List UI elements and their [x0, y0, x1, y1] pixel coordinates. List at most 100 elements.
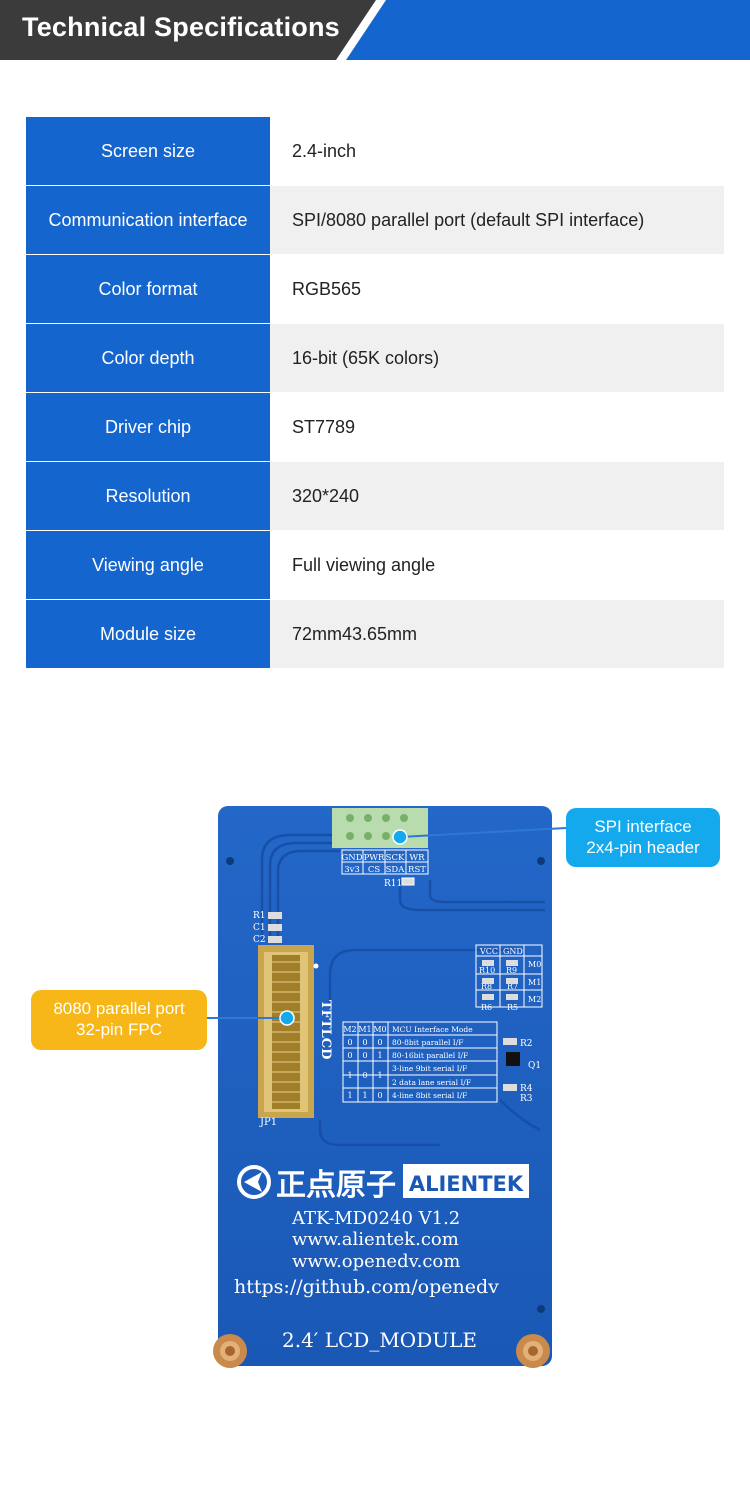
pin-label: GND [341, 853, 362, 863]
mode-cell: 0 [347, 1038, 352, 1047]
part-label: R3 [520, 1094, 533, 1104]
standoff-icon [213, 1334, 247, 1368]
jumper-row-label: M1 [528, 978, 541, 987]
brand-english: ALIENTEK [409, 1172, 524, 1196]
website-2: www.openedv.com [292, 1251, 460, 1272]
mode-cell: 1 [377, 1051, 382, 1060]
pin-label: SCK [386, 853, 405, 863]
jumper-header: VCC [479, 947, 498, 956]
spec-value: 2.4-inch [270, 117, 724, 186]
spec-value: 72mm43.65mm [270, 599, 724, 669]
resistor-label: R5 [507, 1003, 518, 1012]
callout-line: SPI interface [594, 817, 692, 836]
part-label: C2 [253, 935, 266, 945]
section-header: Technical Specifications [0, 0, 750, 60]
mode-cell: 0 [362, 1051, 367, 1060]
part-label: Q1 [528, 1061, 541, 1071]
callout-line: 32-pin FPC [76, 1020, 162, 1039]
jumper-grid [475, 944, 543, 1008]
spec-value: SPI/8080 parallel port (default SPI inte… [270, 185, 724, 255]
jumper-row-label: M0 [528, 960, 541, 969]
r11-label: R11 [384, 879, 402, 889]
mounting-hole [537, 1305, 545, 1313]
mode-col-header: MCU Interface Mode [392, 1025, 473, 1034]
mode-col-header: M2 [343, 1025, 356, 1034]
callout-line: 8080 parallel port [53, 999, 185, 1018]
alientek-logo-icon [237, 1165, 271, 1199]
pin-label: WR [409, 853, 425, 863]
github-url: https://github.com/openedv [234, 1276, 499, 1298]
header-banner [0, 0, 750, 60]
jumper-row-label: M2 [528, 995, 541, 1004]
fpc-marker [279, 1010, 295, 1026]
table-row: Color format RGB565 [26, 254, 724, 324]
spec-label: Driver chip [26, 392, 270, 462]
mode-cell: 1 [347, 1091, 352, 1100]
table-row: Screen size 2.4-inch [26, 117, 724, 186]
mode-col-header: M0 [373, 1025, 386, 1034]
brand-chinese: 正点原子 [276, 1168, 396, 1203]
mode-cell: 1 [362, 1091, 367, 1100]
table-row: Driver chip ST7789 [26, 392, 724, 462]
pin-label: 3v3 [344, 865, 360, 875]
spi-marker [392, 829, 408, 845]
resistor-label: R7 [507, 982, 518, 991]
resistor-label: R10 [479, 966, 495, 975]
mode-cell: 0 [347, 1051, 352, 1060]
spi-callout: SPI interface 2x4-pin header [566, 808, 720, 867]
mode-cell: 4-line 8bit serial I/F [392, 1091, 467, 1100]
spi-leader-line [399, 827, 567, 838]
mode-cell: 0 [377, 1038, 382, 1047]
mode-col-header: M1 [358, 1025, 371, 1034]
mode-table [342, 1021, 498, 1103]
mode-cell: 80-8bit parallel I/F [392, 1038, 464, 1047]
table-row: Color depth 16-bit (65K colors) [26, 323, 724, 393]
spec-value: 320*240 [270, 461, 724, 531]
mode-cell: 1 [347, 1071, 352, 1080]
resistor-label: R9 [506, 966, 517, 975]
spec-label: Module size [26, 599, 270, 669]
standoff-icon [516, 1334, 550, 1368]
pin-label: PWR [364, 853, 385, 863]
module-name: 2.4′ LCD_MODULE [282, 1328, 477, 1352]
website-1: www.alientek.com [292, 1229, 459, 1250]
mode-cell: 2 data lane serial I/F [392, 1078, 471, 1087]
part-label: C1 [253, 923, 266, 933]
tftlcd-label: TFTLCD [318, 1000, 333, 1059]
mode-cell: 0 [362, 1071, 367, 1080]
part-label: R1 [253, 911, 266, 921]
spec-label: Communication interface [26, 185, 270, 255]
mode-cell: 1 [377, 1071, 382, 1080]
mode-cell: 80-16bit parallel I/F [392, 1051, 468, 1060]
part-label: R2 [520, 1039, 533, 1049]
specifications-table: Screen size 2.4-inch Communication inter… [26, 117, 724, 669]
pin-label: CS [368, 865, 381, 875]
fpc-callout: 8080 parallel port 32-pin FPC [31, 990, 207, 1050]
resistor-label: R8 [481, 982, 492, 991]
jp1-label: JP1 [259, 1117, 277, 1128]
table-row: Module size 72mm43.65mm [26, 599, 724, 669]
mounting-hole [226, 857, 234, 865]
pin-label: RST [408, 865, 426, 875]
spec-value: 16-bit (65K colors) [270, 323, 724, 393]
callout-line: 2x4-pin header [586, 838, 700, 857]
page-title: Technical Specifications [22, 12, 340, 42]
spec-label: Color depth [26, 323, 270, 393]
spec-label: Resolution [26, 461, 270, 531]
spec-value: Full viewing angle [270, 530, 724, 600]
spec-label: Viewing angle [26, 530, 270, 600]
spec-value: ST7789 [270, 392, 724, 462]
mode-cell: 0 [377, 1091, 382, 1100]
mode-cell: 0 [362, 1038, 367, 1047]
part-label: R4 [520, 1084, 533, 1094]
spec-label: Color format [26, 254, 270, 324]
spec-value: RGB565 [270, 254, 724, 324]
brand-badge [403, 1164, 529, 1198]
mounting-hole [537, 857, 545, 865]
resistor-label: R6 [481, 1003, 492, 1012]
pin-label: SDA [386, 865, 406, 875]
table-row: Resolution 320*240 [26, 461, 724, 531]
table-row: Viewing angle Full viewing angle [26, 530, 724, 600]
pin-header [332, 808, 428, 848]
